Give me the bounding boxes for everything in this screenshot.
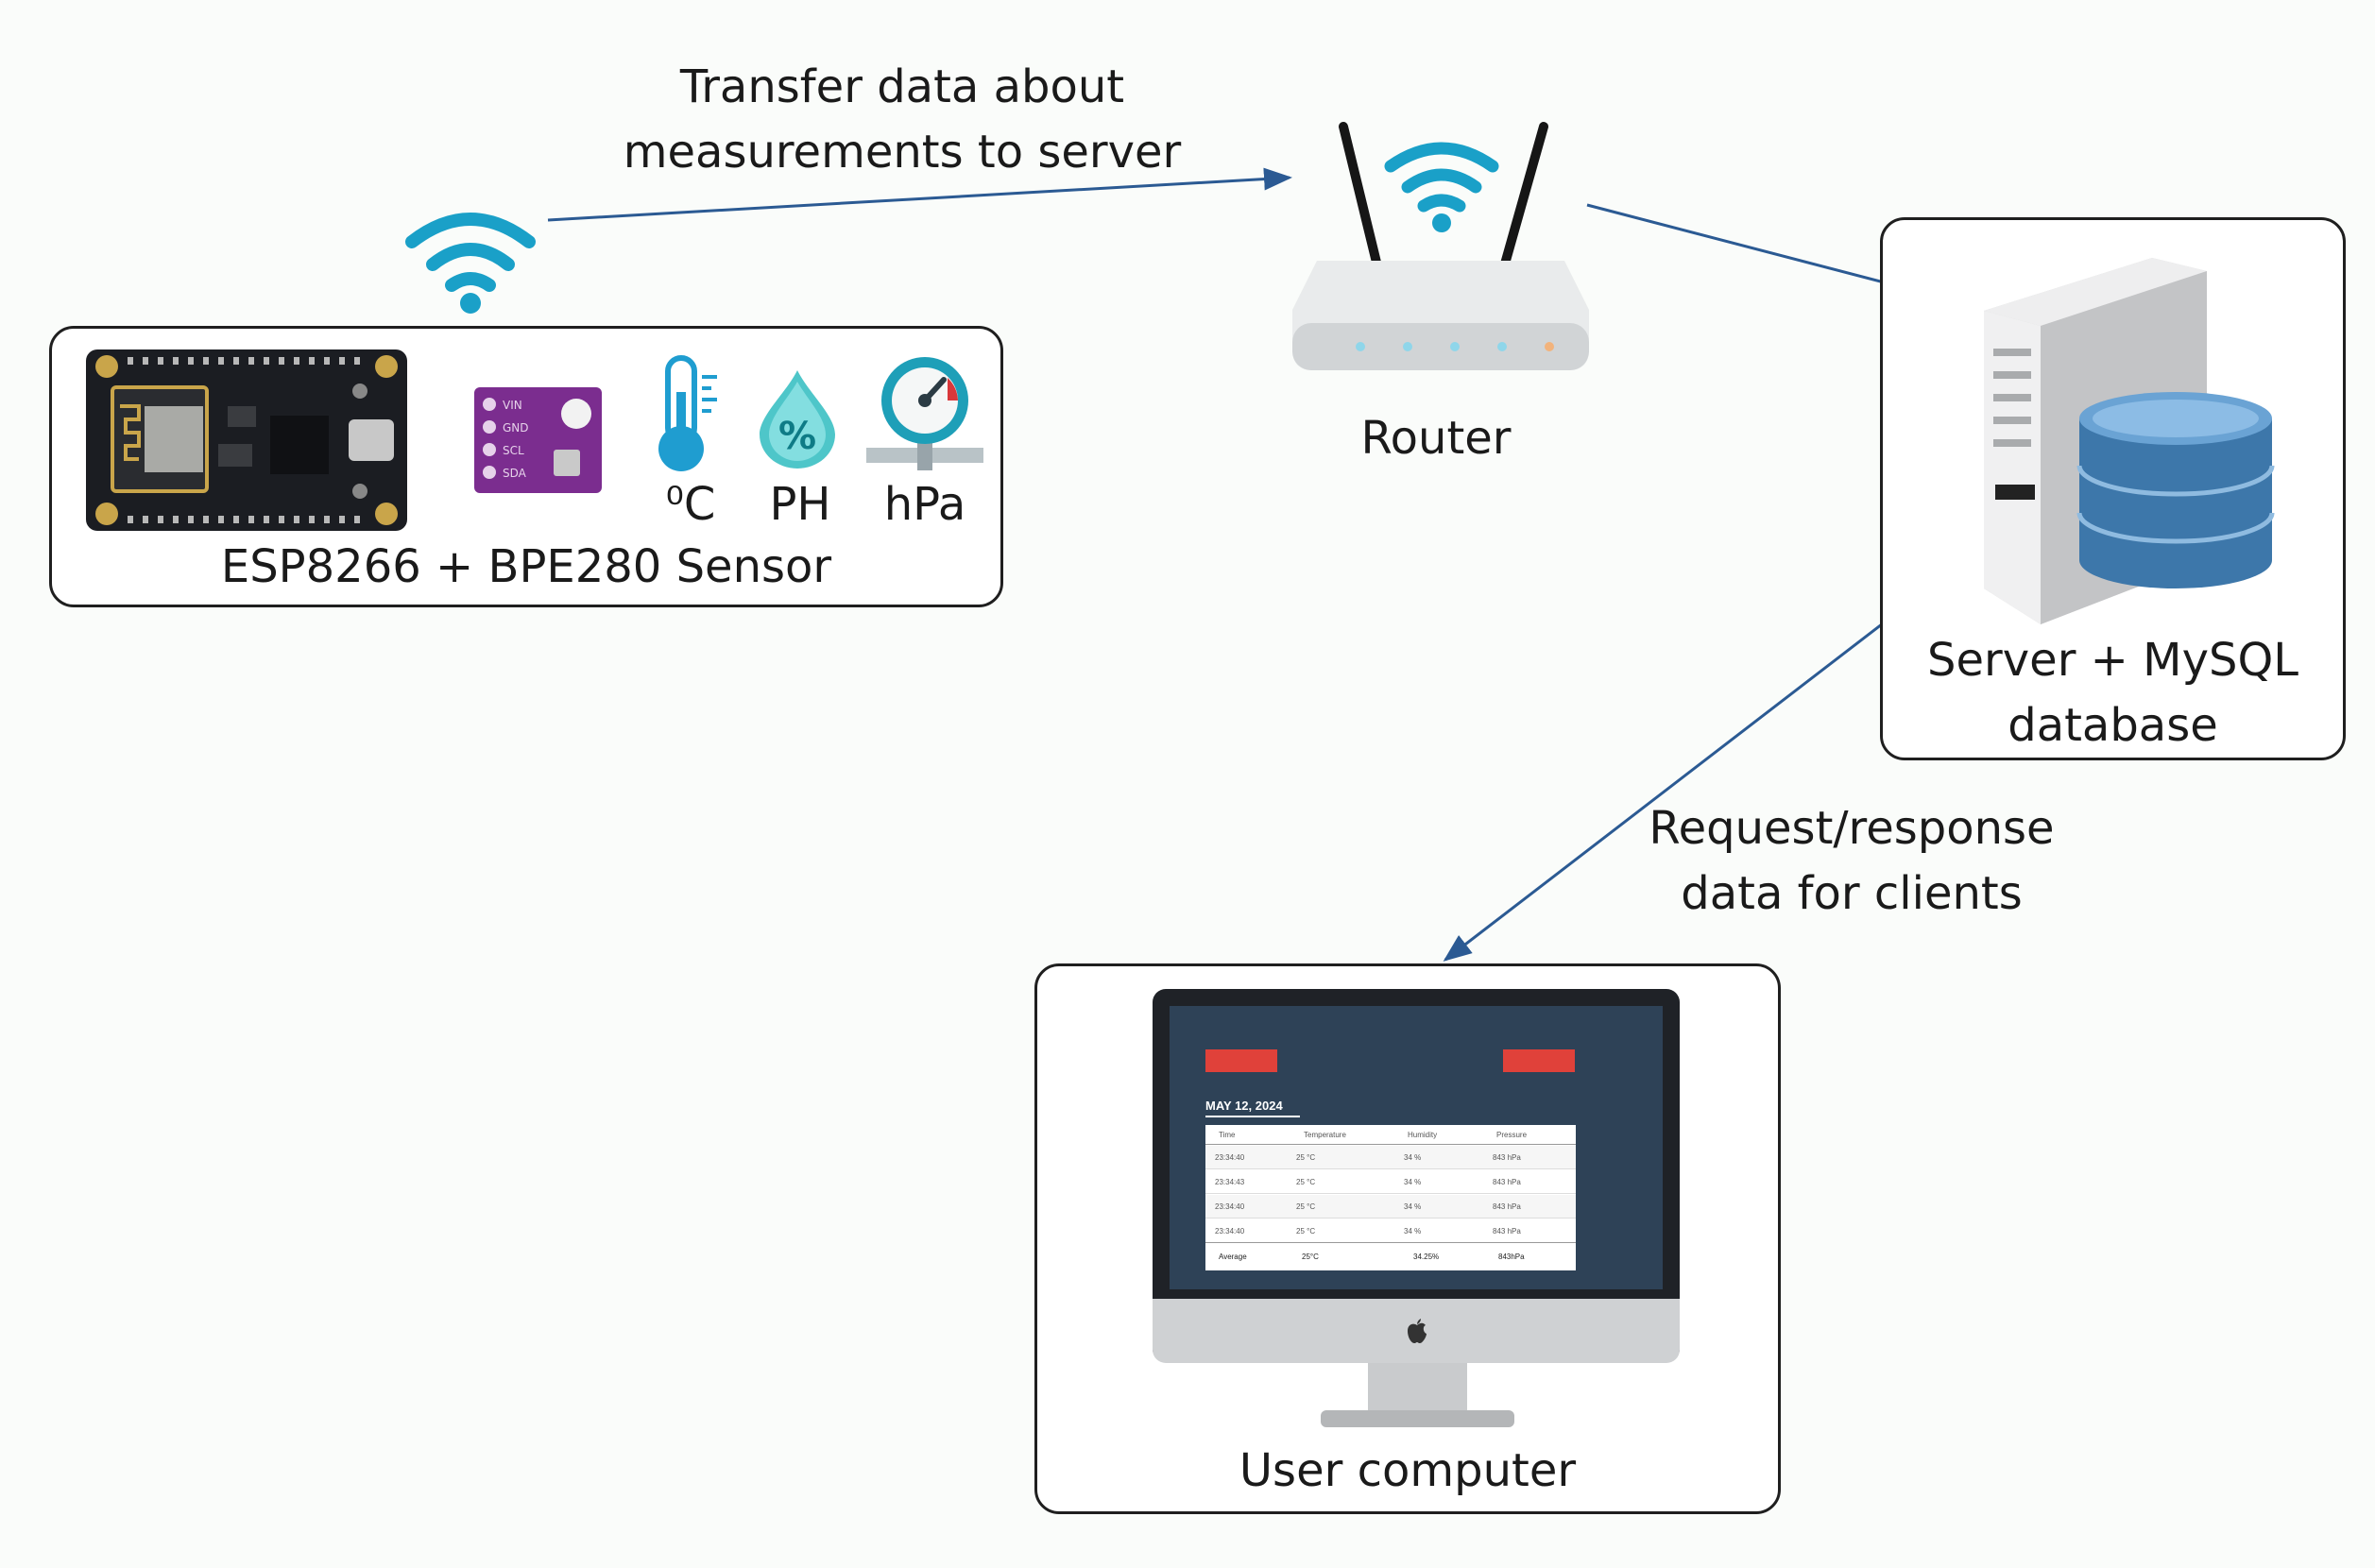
table-row: 23:34:43 25 °C 34 % 843 hPa — [1205, 1170, 1576, 1194]
router-icon — [1292, 122, 1589, 370]
footer-pressure: 843hPa — [1498, 1253, 1525, 1261]
server-label-line-1: Server + MySQL — [1927, 634, 2298, 687]
server-box: Server + MySQL database — [1880, 217, 2346, 760]
bme280-pin-vin: VIN — [503, 399, 522, 412]
screen-table-header: Time Temperature Humidity Pressure — [1205, 1125, 1576, 1145]
cell-temperature: 25 °C — [1296, 1202, 1316, 1211]
col-temperature: Temperature — [1304, 1131, 1346, 1139]
screen-date: MAY 12, 2024 — [1205, 1099, 1283, 1113]
sensor-box: VIN GND SCL SDA % — [49, 326, 1003, 607]
cell-pressure: 843 hPa — [1493, 1153, 1521, 1162]
table-row: 23:34:40 25 °C 34 % 843 hPa — [1205, 1146, 1576, 1169]
monitor-stand — [1368, 1363, 1467, 1416]
client-link-label: Request/response data for clients — [1625, 796, 2078, 927]
pressure-gauge-icon — [866, 357, 983, 470]
humidity-drop-icon: % — [760, 370, 835, 469]
apple-logo-icon — [1408, 1319, 1427, 1343]
cell-time: 23:34:40 — [1215, 1227, 1245, 1236]
cell-time: 23:34:40 — [1215, 1153, 1245, 1162]
reading-temperature: ⁰C — [665, 478, 716, 531]
cell-time: 23:34:43 — [1215, 1178, 1245, 1186]
footer-temperature: 25°C — [1302, 1253, 1319, 1261]
cell-humidity: 34 % — [1404, 1178, 1422, 1186]
screen-date-underline — [1205, 1116, 1300, 1117]
table-row: 23:34:40 25 °C 34 % 843 hPa — [1205, 1219, 1576, 1243]
table-row: 23:34:40 25 °C 34 % 843 hPa — [1205, 1195, 1576, 1219]
cell-temperature: 25 °C — [1296, 1153, 1316, 1162]
reading-pressure: hPa — [883, 478, 966, 531]
esp8266-board-icon — [86, 349, 407, 531]
cell-humidity: 34 % — [1404, 1227, 1422, 1236]
reading-ph: PH — [769, 478, 831, 531]
screen-table: Time Temperature Humidity Pressure 23:34… — [1205, 1125, 1576, 1270]
client-link-label-line-2: data for clients — [1681, 867, 2023, 920]
table-footer: Average 25°C 34.25% 843hPa — [1205, 1244, 1576, 1269]
bme280-pin-scl: SCL — [503, 444, 524, 457]
col-pressure: Pressure — [1496, 1131, 1528, 1139]
cell-temperature: 25 °C — [1296, 1227, 1316, 1236]
router-label: Router — [1360, 412, 1512, 465]
cell-temperature: 25 °C — [1296, 1178, 1316, 1186]
footer-label: Average — [1219, 1253, 1247, 1261]
transfer-label-line-1: Transfer data about — [679, 60, 1125, 113]
arrow-sensor-to-router — [547, 167, 1292, 222]
cell-pressure: 843 hPa — [1493, 1178, 1521, 1186]
bme280-pin-sda: SDA — [503, 467, 527, 480]
drop-percent-symbol: % — [778, 415, 816, 458]
cell-humidity: 34 % — [1404, 1202, 1422, 1211]
sensor-label: ESP8266 + BPE280 Sensor — [220, 540, 832, 593]
cell-pressure: 843 hPa — [1493, 1202, 1521, 1211]
database-icon — [2076, 392, 2275, 588]
bme280-pin-gnd: GND — [503, 421, 529, 435]
server-label-line-2: database — [2008, 699, 2218, 752]
screen-prev-button[interactable] — [1205, 1049, 1277, 1072]
screen: MAY 12, 2024 Time Temperature Humidity P… — [1170, 1006, 1663, 1289]
screen-next-button[interactable] — [1503, 1049, 1575, 1072]
server-label: Server + MySQL database — [1883, 628, 2343, 758]
footer-humidity: 34.25% — [1413, 1253, 1440, 1261]
arrow-server-client — [1443, 578, 1942, 962]
computer-label: User computer — [1239, 1444, 1577, 1497]
client-link-label-line-1: Request/response — [1649, 802, 2055, 855]
cell-pressure: 843 hPa — [1493, 1227, 1521, 1236]
transfer-label-line-2: measurements to server — [623, 126, 1182, 179]
cell-humidity: 34 % — [1404, 1153, 1422, 1162]
bme280-board-icon: VIN GND SCL SDA — [474, 387, 602, 493]
col-humidity: Humidity — [1408, 1131, 1438, 1139]
transfer-label: Transfer data about measurements to serv… — [595, 55, 1209, 185]
computer-box: MAY 12, 2024 Time Temperature Humidity P… — [1034, 963, 1781, 1514]
cell-time: 23:34:40 — [1215, 1202, 1245, 1211]
wifi-icon — [405, 213, 536, 314]
col-time: Time — [1219, 1131, 1236, 1139]
thermometer-icon — [658, 355, 717, 471]
monitor-base — [1321, 1410, 1514, 1427]
